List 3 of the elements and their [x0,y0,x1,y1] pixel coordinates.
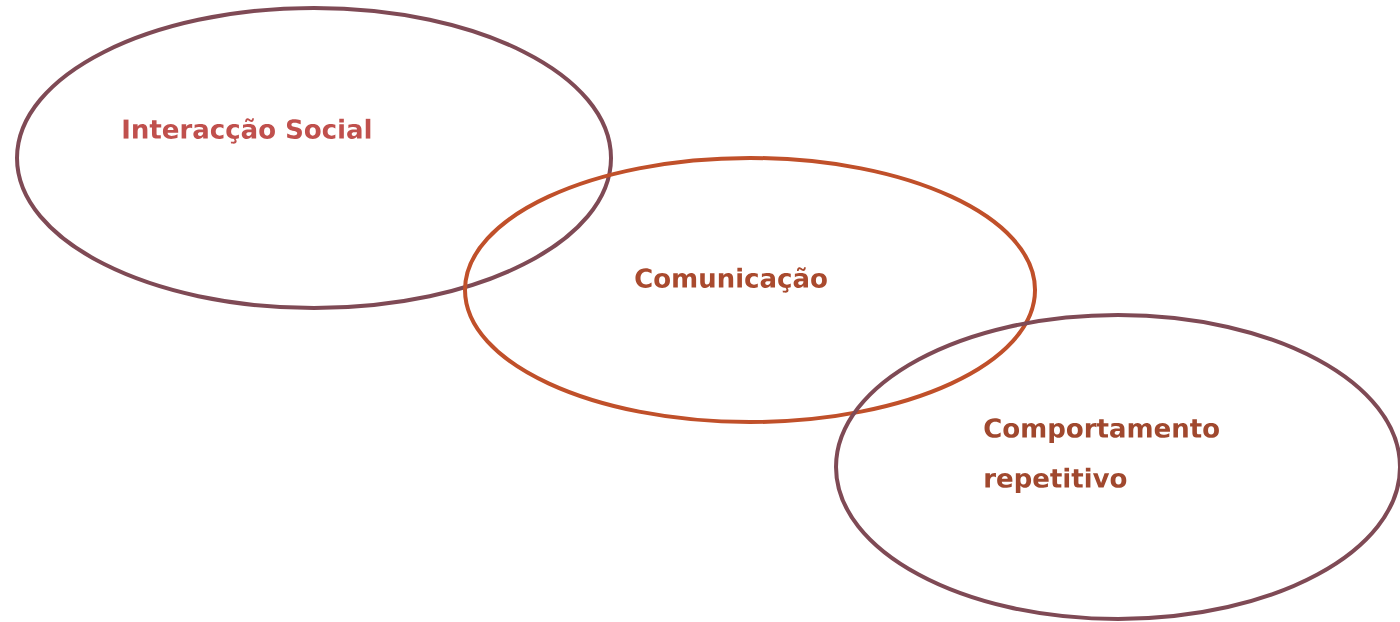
ellipse-label: Comportamento repetitivo [984,418,1219,493]
ellipse-label: Interacção Social [123,118,371,144]
ellipse-label: Comunicação [635,267,827,293]
